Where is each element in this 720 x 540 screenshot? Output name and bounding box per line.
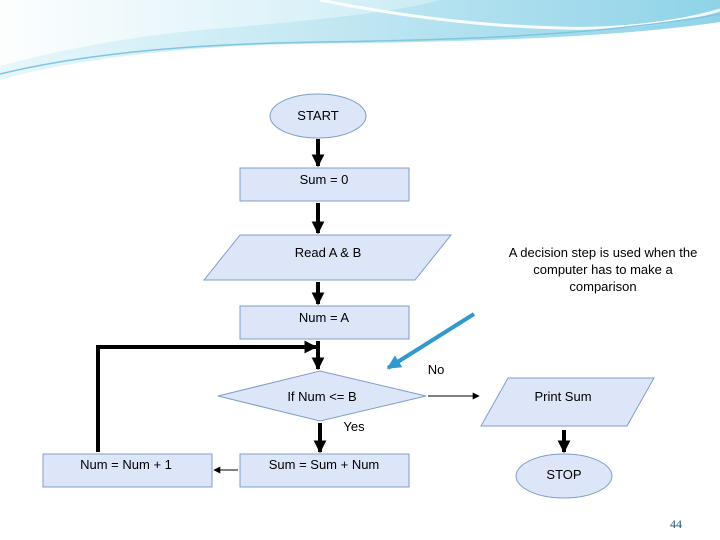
header-banner: [0, 0, 720, 80]
assign-label: Num = A: [298, 310, 350, 325]
page-number: 44: [670, 517, 682, 531]
yes-branch-label: Yes: [343, 419, 365, 434]
input-label: Read A & B: [294, 245, 362, 260]
output-parallelogram: [480, 377, 655, 427]
assign-process-box: [239, 305, 410, 340]
loop-back-arrow: [96, 340, 318, 452]
increment-process-box: [42, 453, 213, 488]
output-label: Print Sum: [534, 389, 592, 404]
annotation-text: A decision step is used when the compute…: [508, 245, 698, 294]
stop-label: STOP: [546, 467, 582, 482]
no-branch-label: No: [427, 362, 445, 377]
start-terminator: [269, 93, 367, 139]
input-parallelogram: [202, 234, 453, 281]
add-process-box: [239, 453, 410, 488]
init-label: Sum = 0: [299, 172, 349, 187]
start-label: START: [297, 108, 339, 123]
init-process-box: [239, 167, 410, 202]
add-label: Sum = Sum + Num: [268, 457, 380, 472]
stop-terminator: [515, 453, 613, 499]
annotation-pointer-arrow: [386, 312, 476, 370]
decision-label: If Num <= B: [287, 389, 357, 404]
increment-label: Num = Num + 1: [80, 457, 172, 472]
decision-diamond: [217, 370, 427, 422]
